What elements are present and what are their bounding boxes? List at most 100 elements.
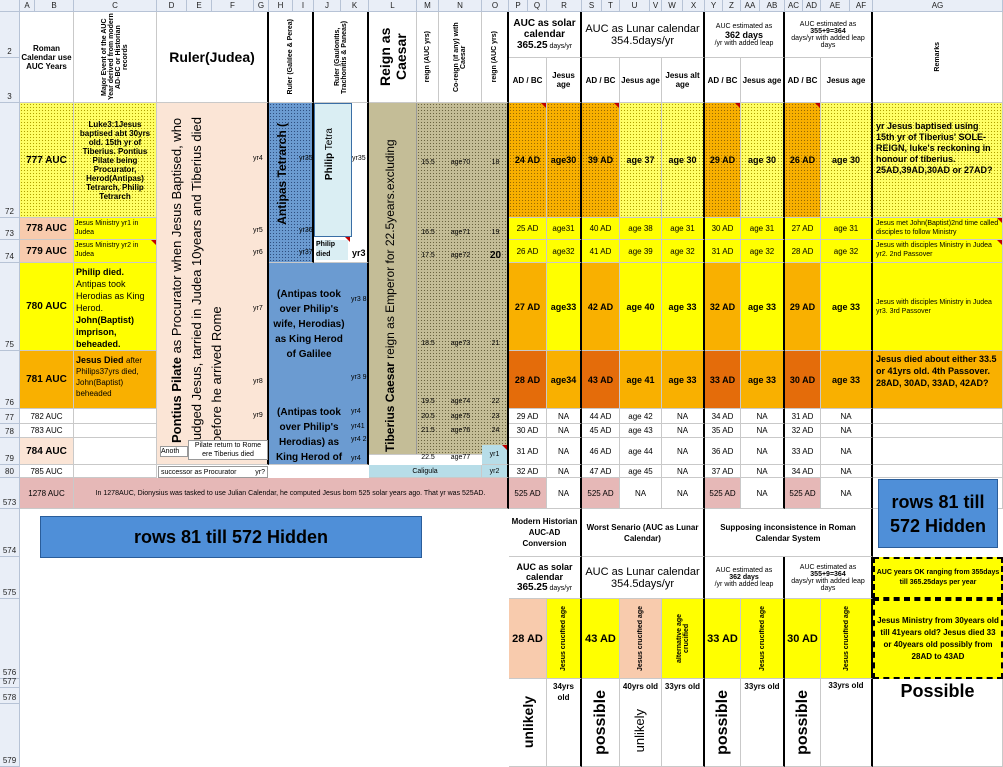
- r75-s[interactable]: 42 AD: [582, 263, 620, 351]
- header-jesus-age-2[interactable]: Jesus age: [620, 58, 662, 103]
- col-header-f[interactable]: F: [212, 0, 254, 12]
- r73-w[interactable]: age 31: [662, 218, 705, 240]
- r573-y[interactable]: 525 AD: [705, 478, 741, 509]
- r74-w[interactable]: age 32: [662, 240, 705, 263]
- r573-r[interactable]: NA: [547, 478, 582, 509]
- r77-w[interactable]: NA: [662, 409, 705, 424]
- r79-s[interactable]: 46 AD: [582, 438, 620, 465]
- header-adbc-3[interactable]: AD / BC: [705, 58, 741, 103]
- r74-aa[interactable]: age 32: [741, 240, 785, 263]
- row-header-74[interactable]: 74: [0, 240, 20, 263]
- row72-remark[interactable]: yr Jesus baptised using 15th yr of Tiber…: [873, 103, 1003, 218]
- r74-u[interactable]: age 39: [620, 240, 662, 263]
- header-auc-solar[interactable]: AUC as solar calendar 365.25 days/yr: [509, 12, 582, 58]
- col-header-c[interactable]: C: [74, 0, 157, 12]
- col-header-y[interactable]: Y: [705, 0, 723, 12]
- row73-remark[interactable]: Jesus met John(Baptist)2nd time called d…: [873, 218, 1003, 240]
- row576-crucified-2[interactable]: Jesus crucified age: [620, 599, 662, 679]
- r79-u[interactable]: age 44: [620, 438, 662, 465]
- r78-r[interactable]: NA: [547, 424, 582, 438]
- r75-r[interactable]: age33: [547, 263, 582, 351]
- r74-s[interactable]: 41 AD: [582, 240, 620, 263]
- r78-aa[interactable]: NA: [741, 424, 785, 438]
- col-header-ae[interactable]: AE: [821, 0, 850, 12]
- antipas-tetrarch-cell[interactable]: Antipas Tetrarch ( yr35 yr36 yr37: [269, 103, 314, 263]
- row576-ministry[interactable]: Jesus Ministry from 30years old till 41y…: [873, 599, 1003, 679]
- row574-worst[interactable]: Worst Senario (AUC as Lunar Calendar): [582, 509, 705, 557]
- row-header-73[interactable]: 73: [0, 218, 20, 240]
- col-header-u[interactable]: U: [620, 0, 650, 12]
- col-header-l[interactable]: L: [369, 0, 417, 12]
- r573-q[interactable]: 525 AD: [509, 478, 547, 509]
- row-header-574[interactable]: 574: [0, 509, 20, 557]
- row80-remark[interactable]: [873, 465, 1003, 478]
- row73-event[interactable]: Jesus Ministry yr1 in Judea: [74, 218, 157, 240]
- row577-33yrs-3[interactable]: 33yrs old: [821, 679, 873, 767]
- col-header-r[interactable]: R: [547, 0, 582, 12]
- col-header-z[interactable]: Z: [723, 0, 741, 12]
- col-header-a[interactable]: A: [20, 0, 35, 12]
- row78-auc[interactable]: 783 AUC: [20, 424, 74, 438]
- row577-possible-3[interactable]: possible: [785, 679, 821, 767]
- r77-u[interactable]: age 42: [620, 409, 662, 424]
- r573-s[interactable]: 525 AD: [582, 478, 620, 509]
- header-major-event[interactable]: Major Event of the AUC Year derived from…: [74, 12, 157, 103]
- r73-r[interactable]: age31: [547, 218, 582, 240]
- row574-modern[interactable]: Modern Historian AUC-AD Conversion: [509, 509, 582, 557]
- row-header-72[interactable]: 72: [0, 103, 20, 218]
- row574-supposing[interactable]: Supposing inconsistence in Roman Calenda…: [705, 509, 873, 557]
- r72-u[interactable]: age 37: [620, 103, 662, 218]
- r73-q[interactable]: 25 AD: [509, 218, 547, 240]
- r75-ac[interactable]: 29 AD: [785, 263, 821, 351]
- r79-aa[interactable]: NA: [741, 438, 785, 465]
- r78-u[interactable]: age 43: [620, 424, 662, 438]
- row-header-576[interactable]: 576: [0, 599, 20, 679]
- row575-auc-ok[interactable]: AUC years OK ranging from 355days till 3…: [873, 557, 1003, 599]
- r75-aa[interactable]: age 33: [741, 263, 785, 351]
- header-auc-362[interactable]: AUC estimated as 362 days /yr with added…: [705, 12, 785, 58]
- row74-event[interactable]: Jesus Ministry yr2 in Judea: [74, 240, 157, 263]
- col-header-g[interactable]: G: [254, 0, 269, 12]
- row576-33ad[interactable]: 33 AD: [705, 599, 741, 679]
- r74-r[interactable]: age32: [547, 240, 582, 263]
- r79-y[interactable]: 36 AD: [705, 438, 741, 465]
- col-header-i[interactable]: I: [293, 0, 314, 12]
- row79-auc[interactable]: 784 AUC: [20, 438, 74, 465]
- row-header-76[interactable]: 76: [0, 351, 20, 409]
- r72-ac[interactable]: 26 AD: [785, 103, 821, 218]
- row577-possible-cap[interactable]: Possible: [873, 679, 1003, 767]
- r75-w[interactable]: age 33: [662, 263, 705, 351]
- row77-auc[interactable]: 782 AUC: [20, 409, 74, 424]
- header-auc-364[interactable]: AUC estimated as 355+9=364 days/yr with …: [785, 12, 873, 58]
- r76-u[interactable]: age 41: [620, 351, 662, 409]
- r73-u[interactable]: age 38: [620, 218, 662, 240]
- header-adbc-1[interactable]: AD / BC: [509, 58, 547, 103]
- col-header-h[interactable]: H: [269, 0, 293, 12]
- col-header-d[interactable]: D: [157, 0, 187, 12]
- select-all-corner[interactable]: [0, 0, 20, 12]
- r77-y[interactable]: 34 AD: [705, 409, 741, 424]
- row-header-573[interactable]: 573: [0, 478, 20, 509]
- col-header-w[interactable]: W: [662, 0, 683, 12]
- col-header-ad[interactable]: AD: [803, 0, 821, 12]
- r79-ae[interactable]: NA: [821, 438, 873, 465]
- header-auc-lunar[interactable]: AUC as Lunar calendar 354.5days/yr: [582, 12, 705, 58]
- r79-w[interactable]: NA: [662, 438, 705, 465]
- r79-q[interactable]: 31 AD: [509, 438, 547, 465]
- row576-28ad[interactable]: 28 AD: [509, 599, 547, 679]
- r76-aa[interactable]: age 33: [741, 351, 785, 409]
- header-reign-auc-2[interactable]: reign (AUC yrs): [482, 12, 509, 103]
- r573-w[interactable]: NA: [662, 478, 705, 509]
- r78-s[interactable]: 45 AD: [582, 424, 620, 438]
- r80-u[interactable]: age 45: [620, 465, 662, 478]
- row77-event[interactable]: [74, 409, 157, 424]
- row577-33yrs-2[interactable]: 33yrs old: [741, 679, 785, 767]
- header-ruler-galilee[interactable]: Ruler (Galilee & Perea): [269, 12, 314, 103]
- col-header-ag[interactable]: AG: [873, 0, 1003, 12]
- row575-auc-lunar[interactable]: AUC as Lunar calendar 354.5days/yr: [582, 557, 705, 599]
- row-header-2[interactable]: 2: [0, 12, 20, 58]
- row72-auc[interactable]: 777 AUC: [20, 103, 74, 218]
- row576-crucified-1[interactable]: Jesus crucified age: [547, 599, 582, 679]
- r74-y[interactable]: 31 AD: [705, 240, 741, 263]
